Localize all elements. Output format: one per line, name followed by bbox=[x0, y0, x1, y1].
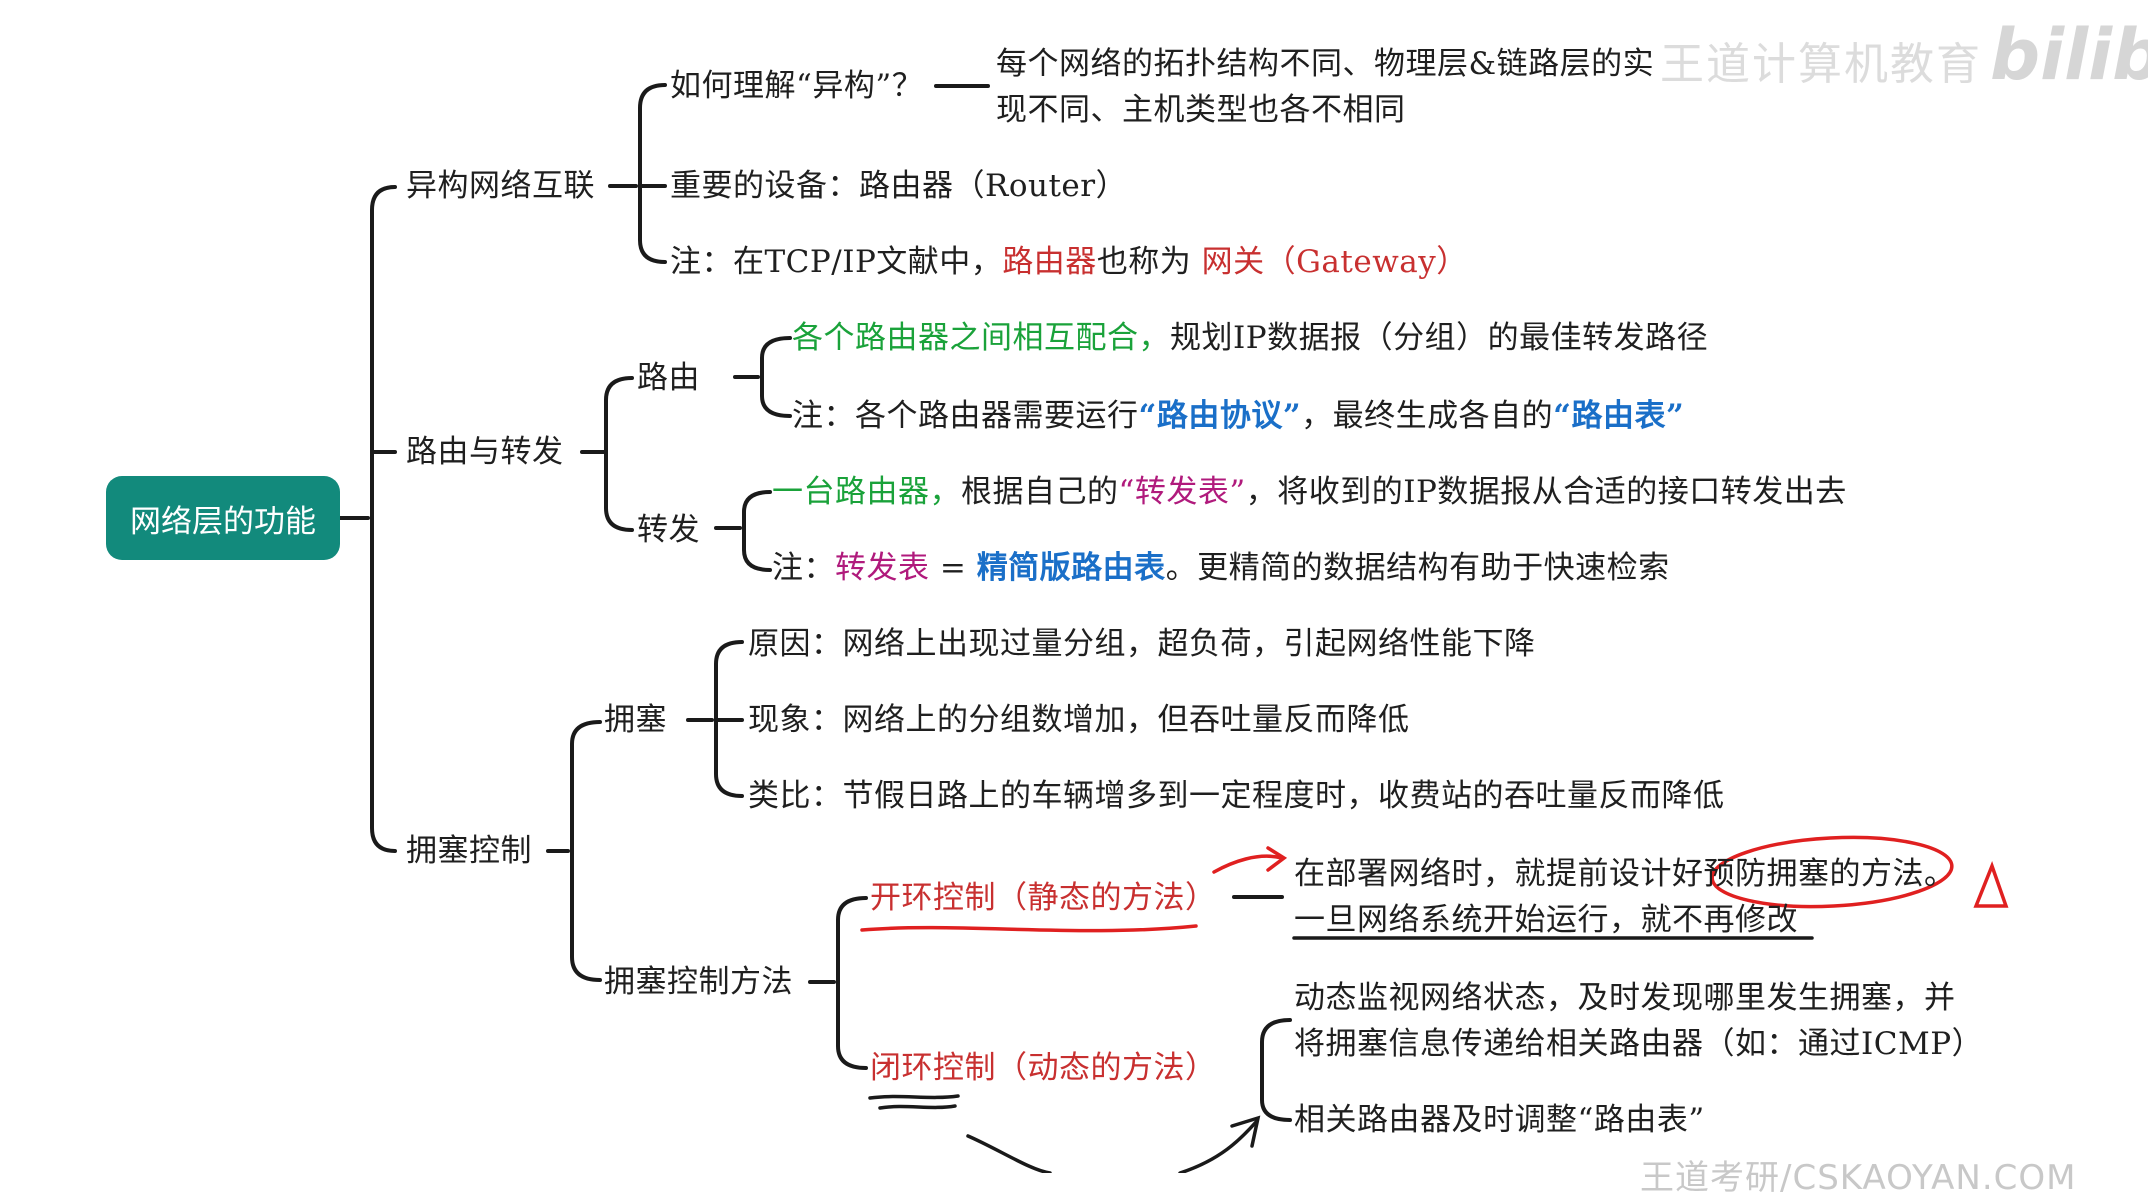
node-open-loop-control[interactable]: 开环控制（静态的方法） bbox=[870, 880, 1217, 916]
connector-lines bbox=[338, 83, 2009, 1173]
forwarding-definition-b: ，将收到的IP数据报从合适的接口转发出去 bbox=[1245, 474, 1847, 510]
root-label: 网络层的功能 bbox=[130, 503, 316, 540]
congestion-phenomenon[interactable]: 现象：网络上的分组数增加，但吞吐量反而降低 bbox=[748, 702, 1410, 738]
node-heterogeneous-interconnect[interactable]: 异构网络互联 bbox=[406, 168, 595, 204]
forwarding-definition-a: 根据自己的 bbox=[961, 474, 1119, 510]
bilibili-logo: bilibili bbox=[1990, 14, 2148, 96]
closed-loop-description-line3: 相关路由器及时调整“路由表” bbox=[1294, 1102, 1705, 1138]
routing-note-protocol: “路由协议” bbox=[1138, 398, 1302, 434]
routing-note-table: “路由表” bbox=[1553, 398, 1685, 434]
watermark-footer: 王道考研/CSKAOYAN.COM bbox=[1640, 1158, 2077, 1198]
node-congestion[interactable]: 拥塞 bbox=[604, 702, 667, 738]
node-gateway-note[interactable]: 注：在TCP/IP文献中，路由器也称为 网关（Gateway） bbox=[670, 240, 1468, 284]
routing-definition-highlight: 各个路由器之间相互配合， bbox=[792, 320, 1170, 356]
forwarding-note-eq: = bbox=[929, 550, 977, 586]
congestion-cause[interactable]: 原因：网络上出现过量分组，超负荷，引起网络性能下降 bbox=[748, 626, 1536, 662]
watermark-author: 王道计算机教育 bbox=[1660, 39, 1982, 90]
gateway-note-router: 路由器 bbox=[1002, 244, 1097, 280]
forwarding-note-rest: 。更精简的数据结构有助于快速检索 bbox=[1165, 550, 1670, 586]
routing-note-prefix: 注：各个路由器需要运行 bbox=[792, 398, 1139, 434]
heterogeneous-answer-line1: 每个网络的拓扑结构不同、物理层&链路层的实 bbox=[996, 46, 1655, 82]
forwarding-note-ft: 转发表 bbox=[835, 550, 930, 586]
node-congestion-control[interactable]: 拥塞控制 bbox=[406, 833, 532, 869]
gateway-note-prefix: 注：在TCP/IP文献中， bbox=[670, 244, 1003, 280]
congestion-analogy[interactable]: 类比：节假日路上的车辆增多到一定程度时，收费站的吞吐量反而降低 bbox=[748, 778, 1725, 814]
node-congestion-control-methods[interactable]: 拥塞控制方法 bbox=[604, 964, 793, 1000]
node-closed-loop-control[interactable]: 闭环控制（动态的方法） bbox=[870, 1050, 1217, 1086]
node-forwarding[interactable]: 转发 bbox=[637, 512, 700, 548]
forwarding-definition-table: “转发表” bbox=[1118, 474, 1246, 510]
gateway-note-gateway: 网关（Gateway） bbox=[1201, 244, 1468, 280]
mindmap-canvas: 王道计算机教育 bilibili 王道考研/CSKAOYAN.COM 网络层的功… bbox=[106, 14, 2148, 1198]
routing-note-middle: ，最终生成各自的 bbox=[1301, 398, 1554, 434]
open-loop-description-line2: 一旦网络系统开始运行，就不再修改 bbox=[1294, 902, 1798, 938]
forwarding-note[interactable]: 注：转发表 = 精简版路由表。更精简的数据结构有助于快速检索 bbox=[772, 546, 1670, 590]
closed-loop-description-line1: 动态监视网络状态，及时发现哪里发生拥塞，并 bbox=[1294, 980, 1956, 1016]
routing-note[interactable]: 注：各个路由器需要运行“路由协议”，最终生成各自的“路由表” bbox=[792, 394, 1684, 438]
forwarding-definition-highlight: 一台路由器， bbox=[772, 474, 961, 510]
node-routing[interactable]: 路由 bbox=[637, 360, 700, 396]
forwarding-note-prefix: 注： bbox=[772, 550, 835, 586]
node-important-device[interactable]: 重要的设备：路由器（Router） bbox=[670, 168, 1128, 204]
heterogeneous-answer-line2: 现不同、主机类型也各不相同 bbox=[996, 92, 1406, 128]
forwarding-note-rt: 精简版路由表 bbox=[976, 550, 1166, 586]
node-routing-and-forwarding[interactable]: 路由与转发 bbox=[406, 434, 564, 470]
forwarding-definition[interactable]: 一台路由器，根据自己的“转发表”，将收到的IP数据报从合适的接口转发出去 bbox=[772, 470, 1847, 514]
closed-loop-description-line2: 将拥塞信息传递给相关路由器（如：通过ICMP） bbox=[1294, 1026, 1984, 1062]
root-node[interactable]: 网络层的功能 bbox=[106, 476, 340, 560]
gateway-note-middle: 也称为 bbox=[1096, 244, 1192, 280]
open-loop-description-line1: 在部署网络时，就提前设计好预防拥塞的方法。 bbox=[1294, 856, 1956, 892]
routing-definition[interactable]: 各个路由器之间相互配合，规划IP数据报（分组）的最佳转发路径 bbox=[792, 316, 1708, 360]
routing-definition-rest: 规划IP数据报（分组）的最佳转发路径 bbox=[1170, 320, 1709, 356]
node-heterogeneous-question[interactable]: 如何理解“异构”？ bbox=[670, 68, 924, 104]
